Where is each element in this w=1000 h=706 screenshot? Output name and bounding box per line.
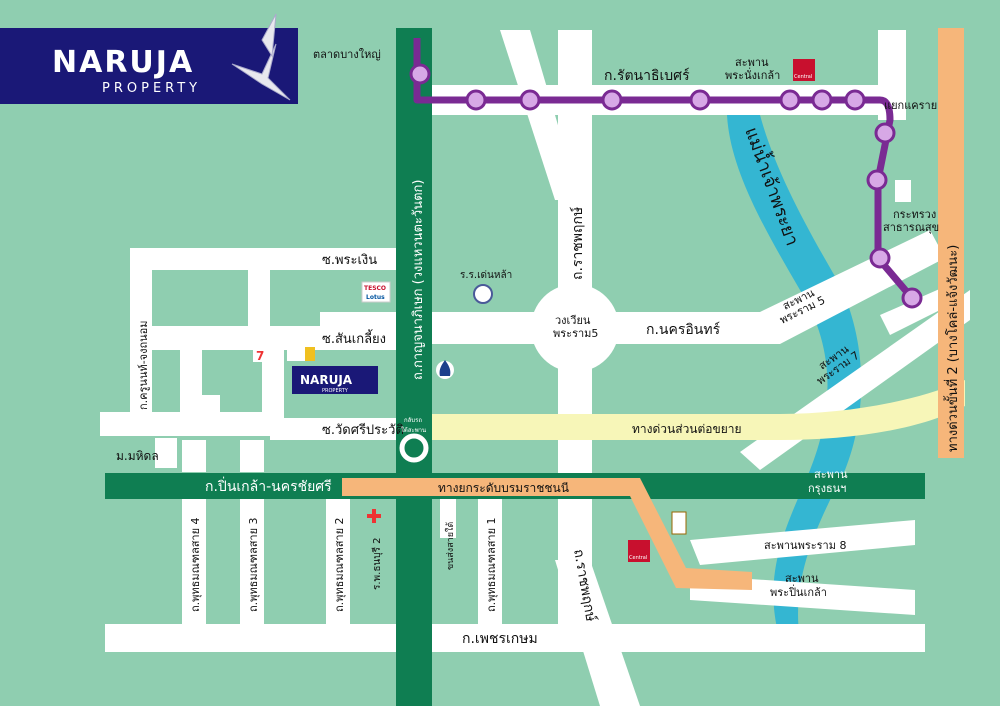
seven-label: 7 <box>256 349 264 363</box>
label-elevated: ทางยกระดับบรมราชชนนี <box>438 481 569 495</box>
label-tunnel-1: กลับรถ <box>404 417 422 424</box>
metro-station <box>901 287 923 309</box>
school-icon <box>473 284 493 304</box>
marker-name: NARUJA <box>300 373 353 387</box>
expressway-outer-ring <box>938 28 964 458</box>
label-pinklao: ก.ปิ่นเกล้า-นครชัยศรี <box>205 477 332 495</box>
label-ministry-1: กระทรวง <box>893 208 936 221</box>
property-marker[interactable] <box>292 366 378 394</box>
road-right-vertical-2 <box>895 180 911 202</box>
road-stub-a <box>182 440 206 472</box>
metro-station <box>811 89 833 111</box>
tesco-express-icon <box>287 347 305 361</box>
metro-station <box>409 63 431 85</box>
roundabout-rama5 <box>531 284 619 372</box>
label-roundabout-1: วงเวียน <box>555 314 591 327</box>
road-bus-terminal <box>440 498 456 538</box>
road-so-sangkriang <box>150 326 400 350</box>
road-phetkasem <box>105 624 925 652</box>
road-stub-b <box>240 440 264 472</box>
label-bus-terminal: ขนส่งสายใต้ <box>445 522 456 570</box>
brand-header <box>0 28 298 104</box>
tesco-label: TESCO <box>364 285 386 292</box>
brand-name: NARUJA <box>52 45 194 80</box>
label-phutthamonthon-3: ถ.พุทธมณฑลสาย 3 <box>247 517 260 612</box>
temple-icon <box>671 511 687 535</box>
label-nakhon-in: ก.นครอินทร์ <box>646 321 721 338</box>
label-ministry-2: สาธารณสุข <box>883 221 939 234</box>
road-left-block-h2 <box>180 395 220 411</box>
label-kru-nont: ก.ครูนนท์-จงถนอม <box>137 320 150 410</box>
road-so-phra-ngoen-v <box>248 248 270 338</box>
road-mahidol-stub <box>155 438 177 468</box>
label-bridge-pinklao-1: สะพาน <box>785 572 819 585</box>
lotus-label: Lotus <box>366 294 385 301</box>
road-kanchanaphisek <box>396 28 432 706</box>
metro-stations <box>409 63 923 309</box>
road-kru-nont <box>130 260 152 420</box>
metro-station <box>779 89 801 111</box>
marker-sub: PROPERTY <box>322 388 349 394</box>
label-phetkasem: ก.เพชรเกษม <box>462 631 538 647</box>
road-left-block-v3 <box>262 350 284 430</box>
label-kanchanaphisek: ถ.กาญจนาภิเษก (วงแหวนตะวันตก) <box>411 180 426 381</box>
road-bridge-rama8 <box>690 520 915 565</box>
central-bottom-icon <box>628 540 650 562</box>
label-school: ร.ร.เด่นหล้า <box>460 269 512 281</box>
label-intersection: แยกแคราย <box>884 99 937 112</box>
road-phutthamonthon-3 <box>240 498 264 628</box>
road-phutthamonthon-2 <box>326 498 350 628</box>
road-phutthamonthon-1 <box>478 498 502 628</box>
central-bottom-label: Central <box>629 555 647 561</box>
metro-station <box>866 169 888 191</box>
label-market: ตลาดบางใหญ่ <box>313 48 381 61</box>
expressway-elevated <box>342 478 752 590</box>
metro-station <box>601 89 623 111</box>
metro-station <box>689 89 711 111</box>
metro-station <box>869 247 891 269</box>
label-mahidol: ม.มหิดล <box>116 449 159 463</box>
road-nakhon-in-bridge <box>760 230 945 344</box>
metro-station <box>844 89 866 111</box>
label-so-wat-si: ซ.วัดศรีประวัติ <box>322 422 404 438</box>
seven-eleven-icon <box>253 348 267 362</box>
expressway-extension <box>430 380 965 440</box>
road-right-vertical-1 <box>878 30 906 120</box>
road-phutthamonthon-4 <box>182 498 206 628</box>
metro-station <box>465 89 487 111</box>
label-phutthamonthon-1: ถ.พุทธมณฑลสาย 1 <box>485 517 498 612</box>
central-top-label: Central <box>794 74 812 80</box>
label-so-sangkriang: ซ.สันเกลี้ยง <box>322 329 386 347</box>
label-ratchaphruek-north: ถ.ราชพฤกษ์ <box>569 206 586 280</box>
central-top-icon <box>793 59 815 81</box>
label-bridge-nonthaburi-2: พระนั่งเกล้า <box>725 67 780 82</box>
metro-station <box>874 122 896 144</box>
label-tunnel-2: ใต้สะพาน <box>401 426 426 434</box>
label-so-phra-ngoen: ซ.พระเงิน <box>322 253 377 268</box>
metro-station <box>519 89 541 111</box>
label-expressway-ext: ทางด่วนส่วนต่อขยาย <box>632 422 742 436</box>
road-so-wat-si <box>270 418 410 440</box>
label-bridge-krungthon-2: กรุงธนฯ <box>808 482 846 495</box>
u-turn-circle <box>399 433 429 463</box>
label-bridge-nonthaburi-1: สะพาน <box>735 56 769 69</box>
label-phutthamonthon-4: ถ.พุทธมณฑลสาย 4 <box>189 517 202 612</box>
tesco-lotus-icon <box>361 281 391 303</box>
big-c-icon <box>305 347 315 361</box>
label-bridge-pinklao-2: พระปิ่นเกล้า <box>770 584 827 599</box>
label-roundabout-2: พระราม5 <box>553 327 598 340</box>
label-phutthamonthon-2: ถ.พุทธมณฑลสาย 2 <box>333 517 346 612</box>
brand-sub: PROPERTY <box>102 81 201 96</box>
label-outer-ring: ทางด่วนขั้นที่ 2 (บางโคล่-แจ้งวัฒนะ) <box>943 245 961 452</box>
bird-logo-icon <box>231 13 291 101</box>
label-hospital: ร.พ.ธนบุรี 2 <box>371 537 383 590</box>
label-bridge-krungthon-1: สะพาน <box>814 468 848 481</box>
metro-purple-line <box>413 38 915 301</box>
label-ratanathibet: ก.รัตนาธิเบศร์ <box>604 67 690 84</box>
label-bridge-rama8: สะพานพระราม 8 <box>764 539 846 552</box>
